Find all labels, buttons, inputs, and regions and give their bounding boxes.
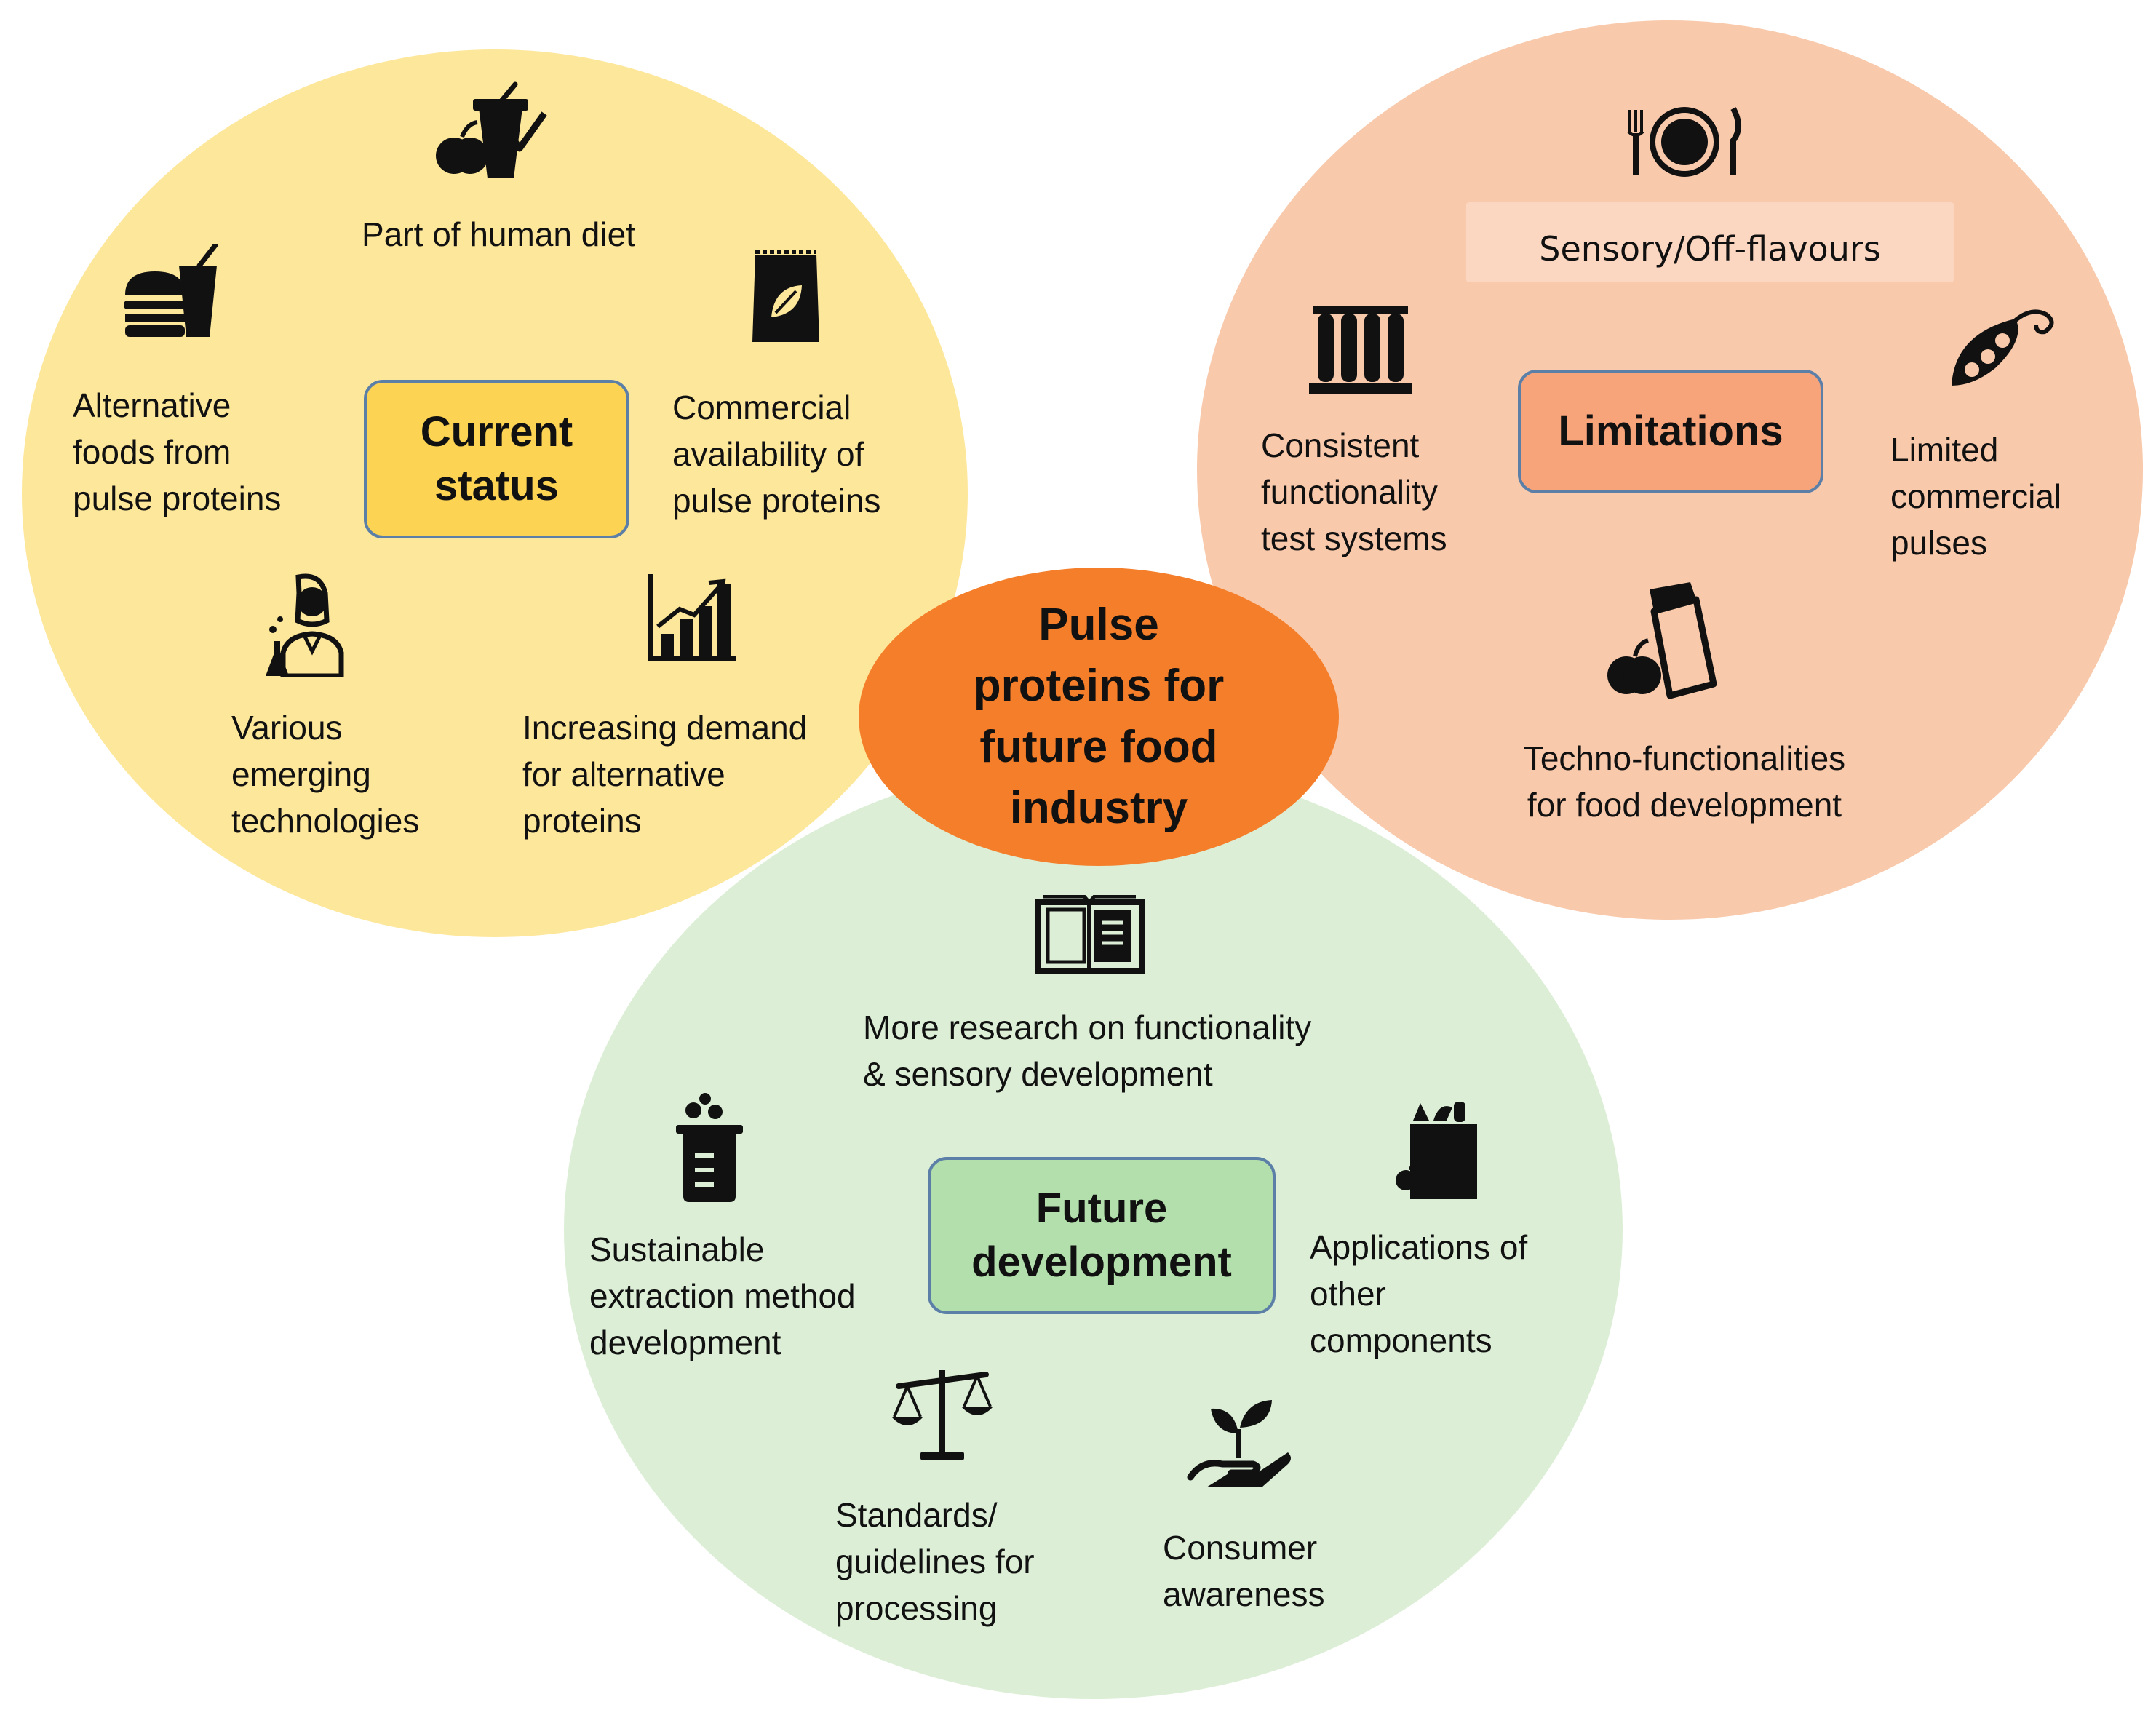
sensory-label-backdrop [1466,202,1954,282]
open-book-icon [1033,895,1146,979]
burger-drink-icon [122,244,224,338]
plate-cutlery-icon [1623,106,1746,178]
current-status-box: Current status [364,380,629,538]
pea-pod-icon [1944,304,2061,391]
label-increasing-demand: Increasing demand for alternative protei… [522,709,808,840]
label-limited-commercial-pulses: Limited commercial pulses [1890,431,2062,562]
bar-chart-growth-icon [648,571,739,662]
label-techno-functionalities: Techno-functionalities for food developm… [1523,739,1846,824]
label-more-research: More research on functionality & sensory… [863,1009,1312,1093]
limitations-box: Limitations [1518,370,1823,493]
label-consistent-functionality: Consistent functionality test systems [1261,426,1447,557]
product-bag-icon [749,247,822,346]
label-sustainable-extraction: Sustainable extraction method developmen… [589,1230,856,1361]
label-applications-other-components: Applications of other components [1310,1228,1528,1359]
apple-bag-icon [1604,582,1717,702]
grocery-bag-icon [1396,1099,1479,1201]
label-standards-guidelines: Standards/ guidelines for processing [835,1496,1035,1627]
label-consumer-awareness: Consumer awareness [1163,1529,1325,1613]
diet-apple-drink-icon [429,80,549,182]
central-hub-title: Pulse proteins for future food industry [973,600,1225,833]
label-emerging-technologies: Various emerging technologies [231,709,420,840]
label-sensory-off-flavours: Sensory/Off-flavours [1539,229,1881,269]
label-part-of-human-diet: Part of human diet [362,215,635,253]
future-development-box: Future development [928,1157,1276,1314]
balance-scale-icon [891,1364,993,1463]
scientist-icon [258,571,357,677]
test-tubes-icon [1306,302,1415,397]
beaker-icon [673,1091,746,1204]
label-commercial-availability: Commercial availability of pulse protein… [672,389,881,520]
hand-sprout-icon [1186,1397,1295,1492]
central-hub: Pulse proteins for future food industry [859,568,1339,866]
label-alternative-foods: Alternative foods from pulse proteins [73,386,282,517]
